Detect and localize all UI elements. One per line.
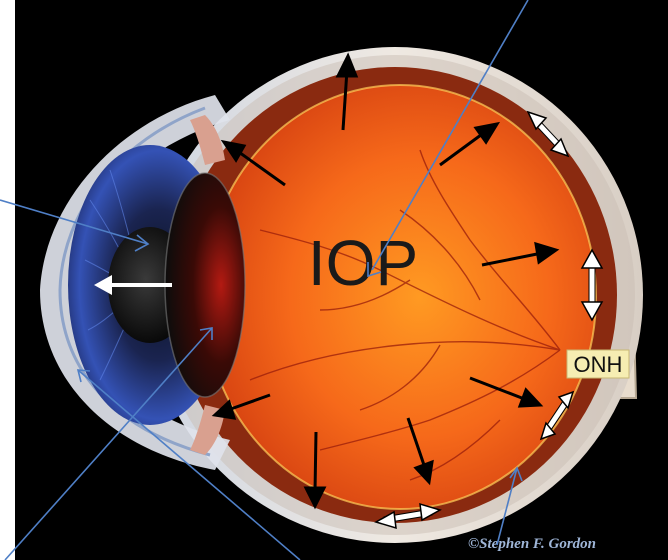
double-arrow-right <box>580 248 604 322</box>
iop-label: IOP <box>308 227 418 299</box>
pointer-to-cornea <box>76 369 301 560</box>
pointer-to-lens <box>4 327 213 560</box>
credit-text: ©Stephen F. Gordon <box>468 536 596 552</box>
double-arrow-upper-right <box>526 110 570 158</box>
retinal-vessels <box>249 149 561 481</box>
pointer-to-pupil <box>0 199 150 252</box>
pressure-arrow <box>406 417 434 486</box>
pointer-lines <box>0 0 529 560</box>
pressure-arrow <box>439 121 501 167</box>
ciliary-body-lower <box>190 405 225 455</box>
lens <box>165 173 245 397</box>
aqueous-flow-arrow <box>94 275 172 295</box>
pressure-arrow <box>481 241 560 267</box>
pressure-arrow <box>211 393 271 420</box>
double-arrow-bottom <box>374 502 442 530</box>
ciliary-body-upper <box>190 115 225 165</box>
onh-label: ONH <box>566 349 630 379</box>
pressure-arrow <box>303 431 327 510</box>
wall-stress-arrows <box>374 110 604 530</box>
pointer-to-iop <box>367 0 529 278</box>
double-arrow-lower-right <box>539 390 575 441</box>
pressure-arrow <box>335 52 359 131</box>
vitreous-chamber <box>204 85 596 509</box>
pointer-to-sclera <box>496 466 523 546</box>
pressure-arrow <box>220 139 286 187</box>
pressure-arrow <box>469 376 544 408</box>
pressure-arrows <box>211 52 560 510</box>
onh-text: ONH <box>574 352 623 377</box>
